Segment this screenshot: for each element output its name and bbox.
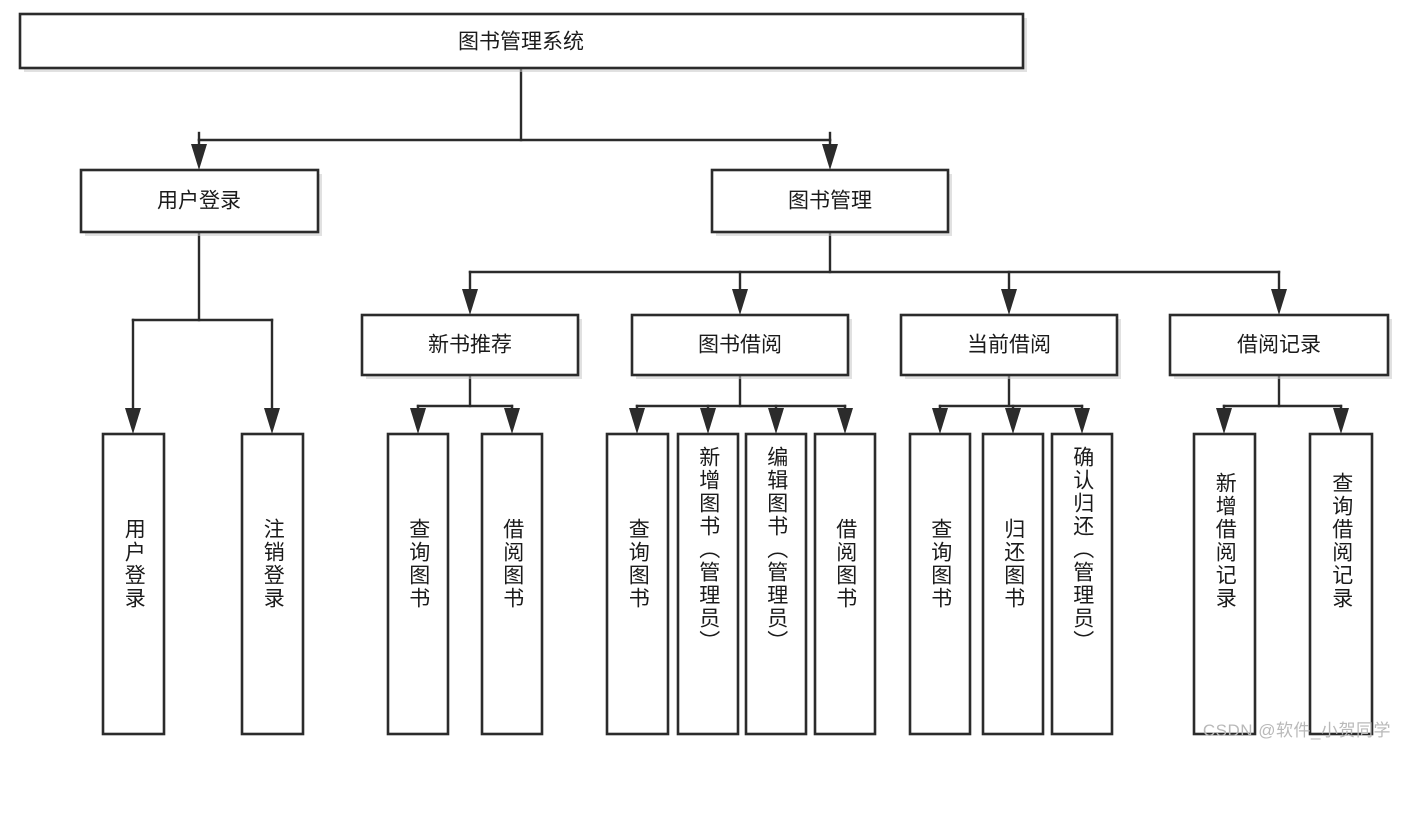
node-user-login-box[interactable]	[79, 168, 320, 234]
leaf-box-borrow-record-0[interactable]	[1192, 432, 1257, 736]
node-root-label: 图书管理系统	[458, 31, 584, 54]
leaf-box-book-borrow-1[interactable]	[676, 432, 740, 736]
flowchart-canvas: 图书管理系统 用户登录 图书管理 新书推荐 图书借阅 当前借阅	[18, 12, 1392, 740]
leaf-box-current-borrow-2[interactable]	[1050, 432, 1114, 736]
node-current-borrow[interactable]: 当前借阅	[899, 313, 1121, 379]
node-borrow-record-label: 借阅记录	[1237, 334, 1321, 357]
node-book-manage[interactable]: 图书管理	[710, 168, 952, 236]
leaf-box-user-login-1[interactable]	[240, 432, 305, 736]
leaf-box-borrow-record-1[interactable]	[1308, 432, 1374, 736]
node-new-book-recommend[interactable]: 新书推荐	[360, 313, 582, 379]
node-new-book-recommend-box[interactable]	[360, 313, 580, 377]
node-book-borrow-box[interactable]	[630, 313, 850, 377]
node-new-book-recommend-label: 新书推荐	[428, 334, 512, 357]
arrow-head-currentborrow-leaf-1	[1005, 408, 1021, 434]
arrow-head-bookborrow-leaf-2	[768, 408, 784, 434]
leaf-box-user-login-0[interactable]	[101, 432, 166, 736]
node-borrow-record[interactable]: 借阅记录	[1168, 313, 1392, 379]
node-book-manage-label: 图书管理	[788, 190, 872, 213]
arrow-head-newbook-leaf-1	[504, 408, 520, 434]
arrow-head-borrowrecord-leaf-0	[1216, 408, 1232, 434]
watermark-text: CSDN @软件_小贺同学	[1202, 721, 1391, 740]
arrow-head-userlogin-leaf-1	[264, 408, 280, 434]
node-book-borrow-label: 图书借阅	[698, 334, 782, 357]
node-book-borrow[interactable]: 图书借阅	[630, 313, 852, 379]
arrow-head-bookborrow-leaf-3	[837, 408, 853, 434]
arrow-head-newbook-leaf-0	[410, 408, 426, 434]
node-current-borrow-label: 当前借阅	[967, 334, 1051, 357]
leaf-box-book-borrow-2[interactable]	[744, 432, 808, 736]
arrow-head-currentborrow-leaf-2	[1074, 408, 1090, 434]
node-user-login-label: 用户登录	[157, 190, 241, 213]
leaf-box-book-borrow-0[interactable]	[605, 432, 670, 736]
node-current-borrow-box[interactable]	[899, 313, 1119, 377]
node-user-login[interactable]: 用户登录	[79, 168, 322, 236]
arrow-head-level2-1	[732, 289, 748, 315]
arrow-head-level2-3	[1271, 289, 1287, 315]
node-book-manage-box[interactable]	[710, 168, 950, 234]
node-borrow-record-box[interactable]	[1168, 313, 1390, 377]
arrow-head-level2-0	[462, 289, 478, 315]
arrow-head-borrowrecord-leaf-1	[1333, 408, 1349, 434]
arrow-head-userlogin-leaf-0	[125, 408, 141, 434]
arrow-head-book-manage	[822, 144, 838, 170]
arrow-head-bookborrow-leaf-0	[629, 408, 645, 434]
arrow-head-bookborrow-leaf-1	[700, 408, 716, 434]
arrow-head-level2-2	[1001, 289, 1017, 315]
connector-layer	[125, 66, 1349, 434]
node-root[interactable]: 图书管理系统	[18, 12, 1027, 72]
arrow-head-currentborrow-leaf-0	[932, 408, 948, 434]
leaf-box-current-borrow-0[interactable]	[908, 432, 972, 736]
arrow-head-user-login	[191, 144, 207, 170]
leaf-box-book-borrow-3[interactable]	[813, 432, 877, 736]
leaf-box-new-book-recommend-1[interactable]	[480, 432, 544, 736]
leaf-box-new-book-recommend-0[interactable]	[386, 432, 450, 736]
leaf-box-layer	[101, 432, 1374, 736]
leaf-box-current-borrow-1[interactable]	[981, 432, 1045, 736]
node-root-box[interactable]	[18, 12, 1025, 70]
flowchart-svg: 图书管理系统 用户登录 图书管理 新书推荐 图书借阅 当前借阅	[18, 12, 1392, 736]
